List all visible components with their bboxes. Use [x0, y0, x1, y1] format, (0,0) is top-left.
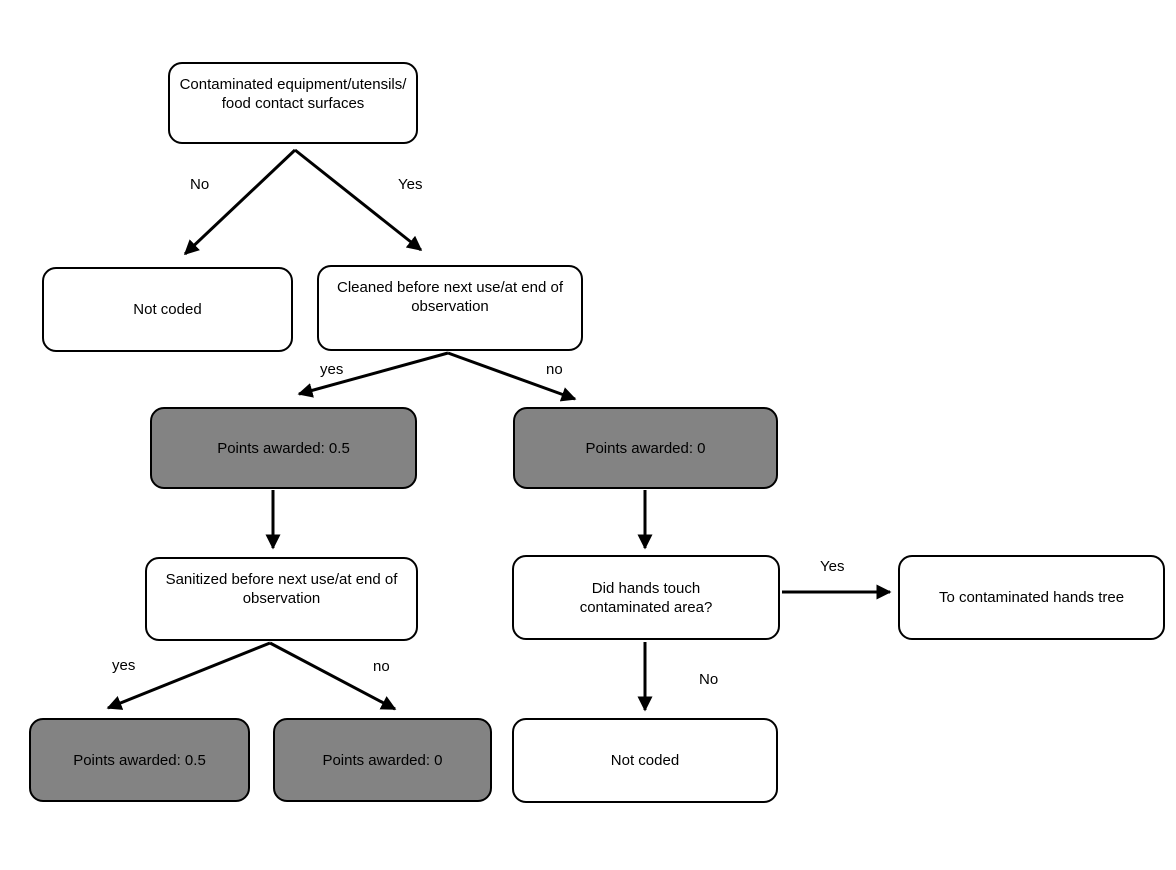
- node-points-awarded-05-sanitized: Points awarded: 0.5: [29, 718, 250, 802]
- arrow-root-to-cleaned: [294, 148, 423, 252]
- node-label: Sanitized before next use/at end of obse…: [165, 571, 398, 607]
- node-points-awarded-0-cleaned: Points awarded: 0: [513, 407, 778, 489]
- node-not-coded-left: Not coded: [42, 267, 293, 352]
- node-points-awarded-05-cleaned: Points awarded: 0.5: [150, 407, 417, 489]
- edge-label-hands-no: No: [699, 671, 719, 688]
- node-to-contaminated-hands-tree: To contaminated hands tree: [898, 555, 1165, 640]
- node-label: Did hands touch contaminated area?: [579, 579, 713, 616]
- arrow-root-to-not-coded: [183, 148, 297, 256]
- node-sanitized-before-next-use: Sanitized before next use/at end of obse…: [145, 557, 418, 641]
- edge-label-root-no: No: [190, 176, 210, 193]
- edge-label-cleaned-no: no: [546, 361, 563, 378]
- node-label: Points awarded: 0.5: [217, 439, 350, 457]
- node-label: Cleaned before next use/at end of observ…: [337, 279, 563, 315]
- edge-label-sanitized-yes: yes: [112, 657, 136, 674]
- node-label: Not coded: [610, 752, 680, 769]
- node-label: Points awarded: 0.5: [73, 751, 206, 769]
- node-contaminated-equipment: Contaminated equipment/utensils/ food co…: [168, 62, 418, 144]
- node-points-awarded-0-sanitized: Points awarded: 0: [273, 718, 492, 802]
- node-did-hands-touch: Did hands touch contaminated area?: [512, 555, 780, 640]
- arrow-sanitized-to-points-0: [269, 641, 397, 711]
- arrow-sanitized-to-points-05: [106, 641, 271, 710]
- edge-label-cleaned-yes: yes: [320, 361, 344, 378]
- node-label: Contaminated equipment/utensils/ food co…: [179, 76, 407, 112]
- node-label: Points awarded: 0: [585, 439, 706, 457]
- node-cleaned-before-next-use: Cleaned before next use/at end of observ…: [317, 265, 583, 351]
- edge-label-root-yes: Yes: [398, 176, 423, 193]
- node-label: To contaminated hands tree: [938, 589, 1125, 606]
- node-label: Not coded: [133, 301, 202, 318]
- edge-label-hands-yes: Yes: [820, 558, 845, 575]
- node-label: Points awarded: 0: [322, 751, 443, 769]
- node-not-coded-bottom: Not coded: [512, 718, 778, 803]
- edge-label-sanitized-no: no: [373, 658, 390, 675]
